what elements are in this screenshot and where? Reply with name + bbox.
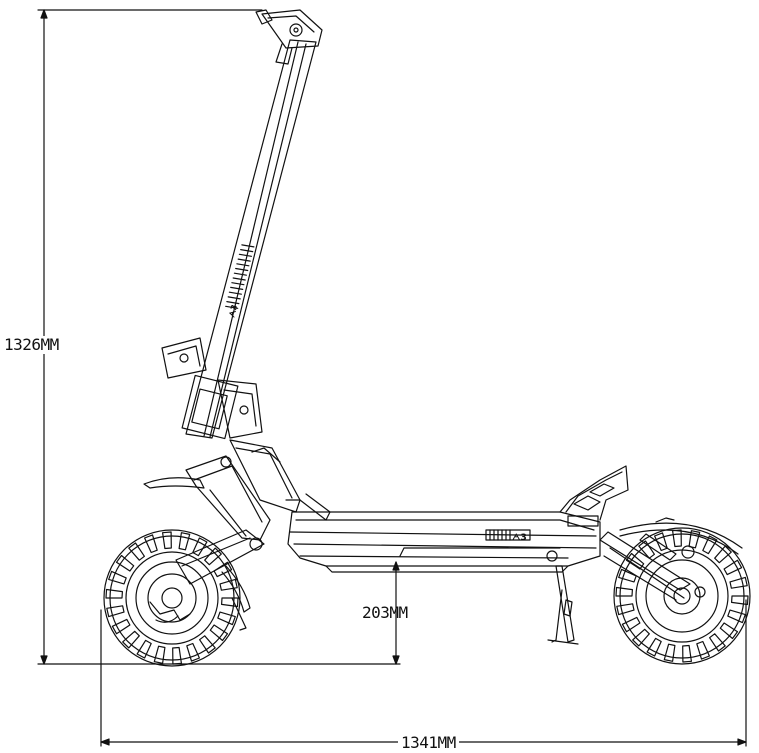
tread-block [703,536,717,554]
stem-tick [239,254,251,256]
tread-block [720,623,737,639]
stem-tick [241,250,253,252]
tread-block [129,543,145,560]
stem-tick [228,297,240,299]
front-fender [144,478,250,630]
tread-block [664,644,675,661]
stem-tick [231,287,243,289]
tread-block [163,532,172,549]
front-wheel [104,530,240,666]
tread-block [689,531,700,548]
stem-tick [233,278,245,280]
stem-tick [234,273,246,275]
stem-ticks [226,245,254,308]
tread-block [123,631,140,648]
tread-block [673,530,682,547]
tread-block [187,644,200,662]
tread-block [617,604,634,615]
tread-block [145,535,158,553]
rear-deck-riser [560,466,628,526]
tread-block [220,579,237,590]
tread-block [214,562,232,576]
deck [288,512,600,572]
tread-block [205,548,222,565]
tread-block [117,556,134,572]
tread-block [647,638,661,656]
tread-block [710,634,726,651]
folding-clamp [162,338,262,438]
tread-block [109,571,127,584]
front-suspension [176,440,330,584]
tread-block [616,588,632,597]
clearance-dimension-label: 203MM [362,603,408,622]
tread-block [193,538,207,556]
tread-block [173,648,182,665]
stem-tick [227,302,239,304]
tread-block [732,596,748,605]
tread-block [728,610,746,623]
stem-tick [242,245,254,247]
stem-tick [236,269,248,271]
length-dimension-line [101,600,746,746]
tread-block [730,577,747,588]
rear-swing-arm [600,532,705,600]
deck-logo-right: ᗅ3 [512,532,527,543]
stem-logo: ᗅ3 [227,304,239,319]
tread-block [154,646,165,663]
tread-block [622,617,640,631]
stem-tick [238,259,250,261]
stem-tick [237,264,249,266]
stem-tick [232,283,244,285]
tread-block [200,636,216,653]
tread-block [218,612,236,625]
tread-block [715,546,732,563]
kickstand [547,551,578,644]
front-tire-tread [106,532,238,664]
tread-block [724,560,742,574]
stem [182,40,316,439]
handlebar [256,10,322,64]
tread-block [627,554,644,570]
tread-block [222,598,238,607]
tread-block [683,646,692,663]
tread-block [697,642,710,660]
height-dimension-label: 1326MM [4,335,59,354]
tread-block [619,569,637,582]
tread-block [112,619,129,633]
rear-fender [620,518,742,554]
tread-block [106,590,122,599]
tread-block [107,606,124,617]
tread-block [633,629,650,646]
stem-tick [229,292,241,294]
tread-block [179,533,190,550]
length-dimension-label: 1341MM [398,734,459,752]
tread-block [210,625,227,641]
tread-block [137,640,151,658]
stem-tick [226,306,238,308]
tread-block [639,541,655,558]
